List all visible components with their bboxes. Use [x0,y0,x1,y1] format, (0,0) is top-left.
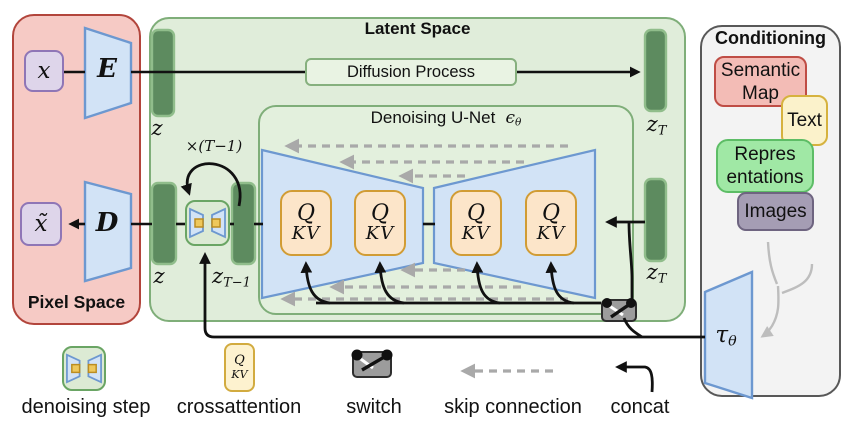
crossattention-box-4: Q KV [525,190,577,256]
switch-terminal [626,298,636,308]
switch-lever [361,354,387,372]
denoising-step-icon [185,200,230,246]
conditioning-text: Text [781,95,828,146]
z-label-top: z [151,116,163,140]
tau-encoder-trapezoid [703,270,754,400]
crossattention-box-1: Q KV [280,190,332,256]
output-image-box: x̃ [20,202,62,246]
legend-concat-arrow [615,361,654,393]
timestep-loop-arrow [180,162,242,207]
unet-encoder-trapezoid [260,148,425,300]
kv-label: KV [291,223,321,245]
kv-arrow-1 [300,261,331,305]
text-label: Text [787,110,822,131]
legend-denoising-step-icon [62,346,106,391]
x-label: x [37,58,51,84]
q-label: Q [466,201,486,226]
z-label-bottom: z [153,264,165,288]
zT1-label: zT−1 [212,264,251,291]
q-label: Q [296,201,316,226]
switch-terminal [381,349,393,361]
switch-to-tau-line [622,317,643,339]
zT-bar-top [643,28,668,113]
zT-label-top: zT [646,112,667,139]
images-label: Images [744,201,807,222]
kv-label: KV [461,223,491,245]
timestep-loop-label: ×(T−1) [185,137,243,155]
legend-switch-label: switch [346,396,402,418]
bowtie-glyph [66,353,102,384]
kv-label: KV [231,367,248,381]
q-label: Q [370,201,390,226]
conditioning-representations: Repres entations [716,139,814,193]
crossattention-box-2: Q KV [354,190,406,256]
unet-decoder-trapezoid [432,148,597,300]
decoder-label: D [95,208,119,238]
conditioning-tree-branch [781,263,814,295]
pixel-space-title: Pixel Space [27,292,126,312]
legend-crossattention-label: crossattention [176,396,302,418]
diffusion-process-box: Diffusion Process [305,58,517,86]
tau-label: τθ [715,322,737,350]
kv-arrow-3 [471,261,501,305]
conditioning-tree-branch [766,241,779,285]
legend-crossattention-icon: Q KV [224,343,255,392]
concat-branch-line [627,221,634,300]
crossattention-box-3: Q KV [450,190,502,256]
input-image-box: x [24,50,64,92]
switch-lever [610,302,631,319]
encoder-label: E [97,54,117,84]
conditioning-tree-stem-arrow [760,285,780,338]
kv-label: KV [365,223,395,245]
legend-denoising-step-label: denoising step [21,396,151,418]
unet-title: Denoising U-Net ϵθ [370,108,522,129]
latent-space-title: Latent Space [364,19,471,38]
legend-concat-label: concat [610,396,670,418]
encoder-trapezoid [83,26,133,120]
conditioning-images: Images [737,192,814,231]
legend-skip-connection-label: skip connection [444,396,582,418]
switch-terminal [351,349,363,361]
representations-label: Repres entations [726,144,804,188]
q-label: Q [541,201,561,226]
zT-label-bottom: zT [646,260,667,287]
kv-label: KV [536,223,566,245]
epsilon-symbol: ϵθ [505,108,522,129]
decoder-trapezoid [83,180,133,283]
bowtie-glyph [189,207,226,239]
diffusion-process-label: Diffusion Process [346,62,476,81]
x-tilde-label: x̃ [34,211,48,237]
kv-arrow-4 [545,261,575,305]
q-label: Q [234,353,245,369]
switch-terminal [602,298,612,308]
conditioning-title: Conditioning [715,28,826,48]
semantic-map-label: Semantic Map [720,59,801,104]
kv-arrow-2 [374,261,405,305]
switch-open-contact [607,303,624,317]
tau-output-arrow [199,252,705,339]
zT-bar-bottom [643,177,668,263]
